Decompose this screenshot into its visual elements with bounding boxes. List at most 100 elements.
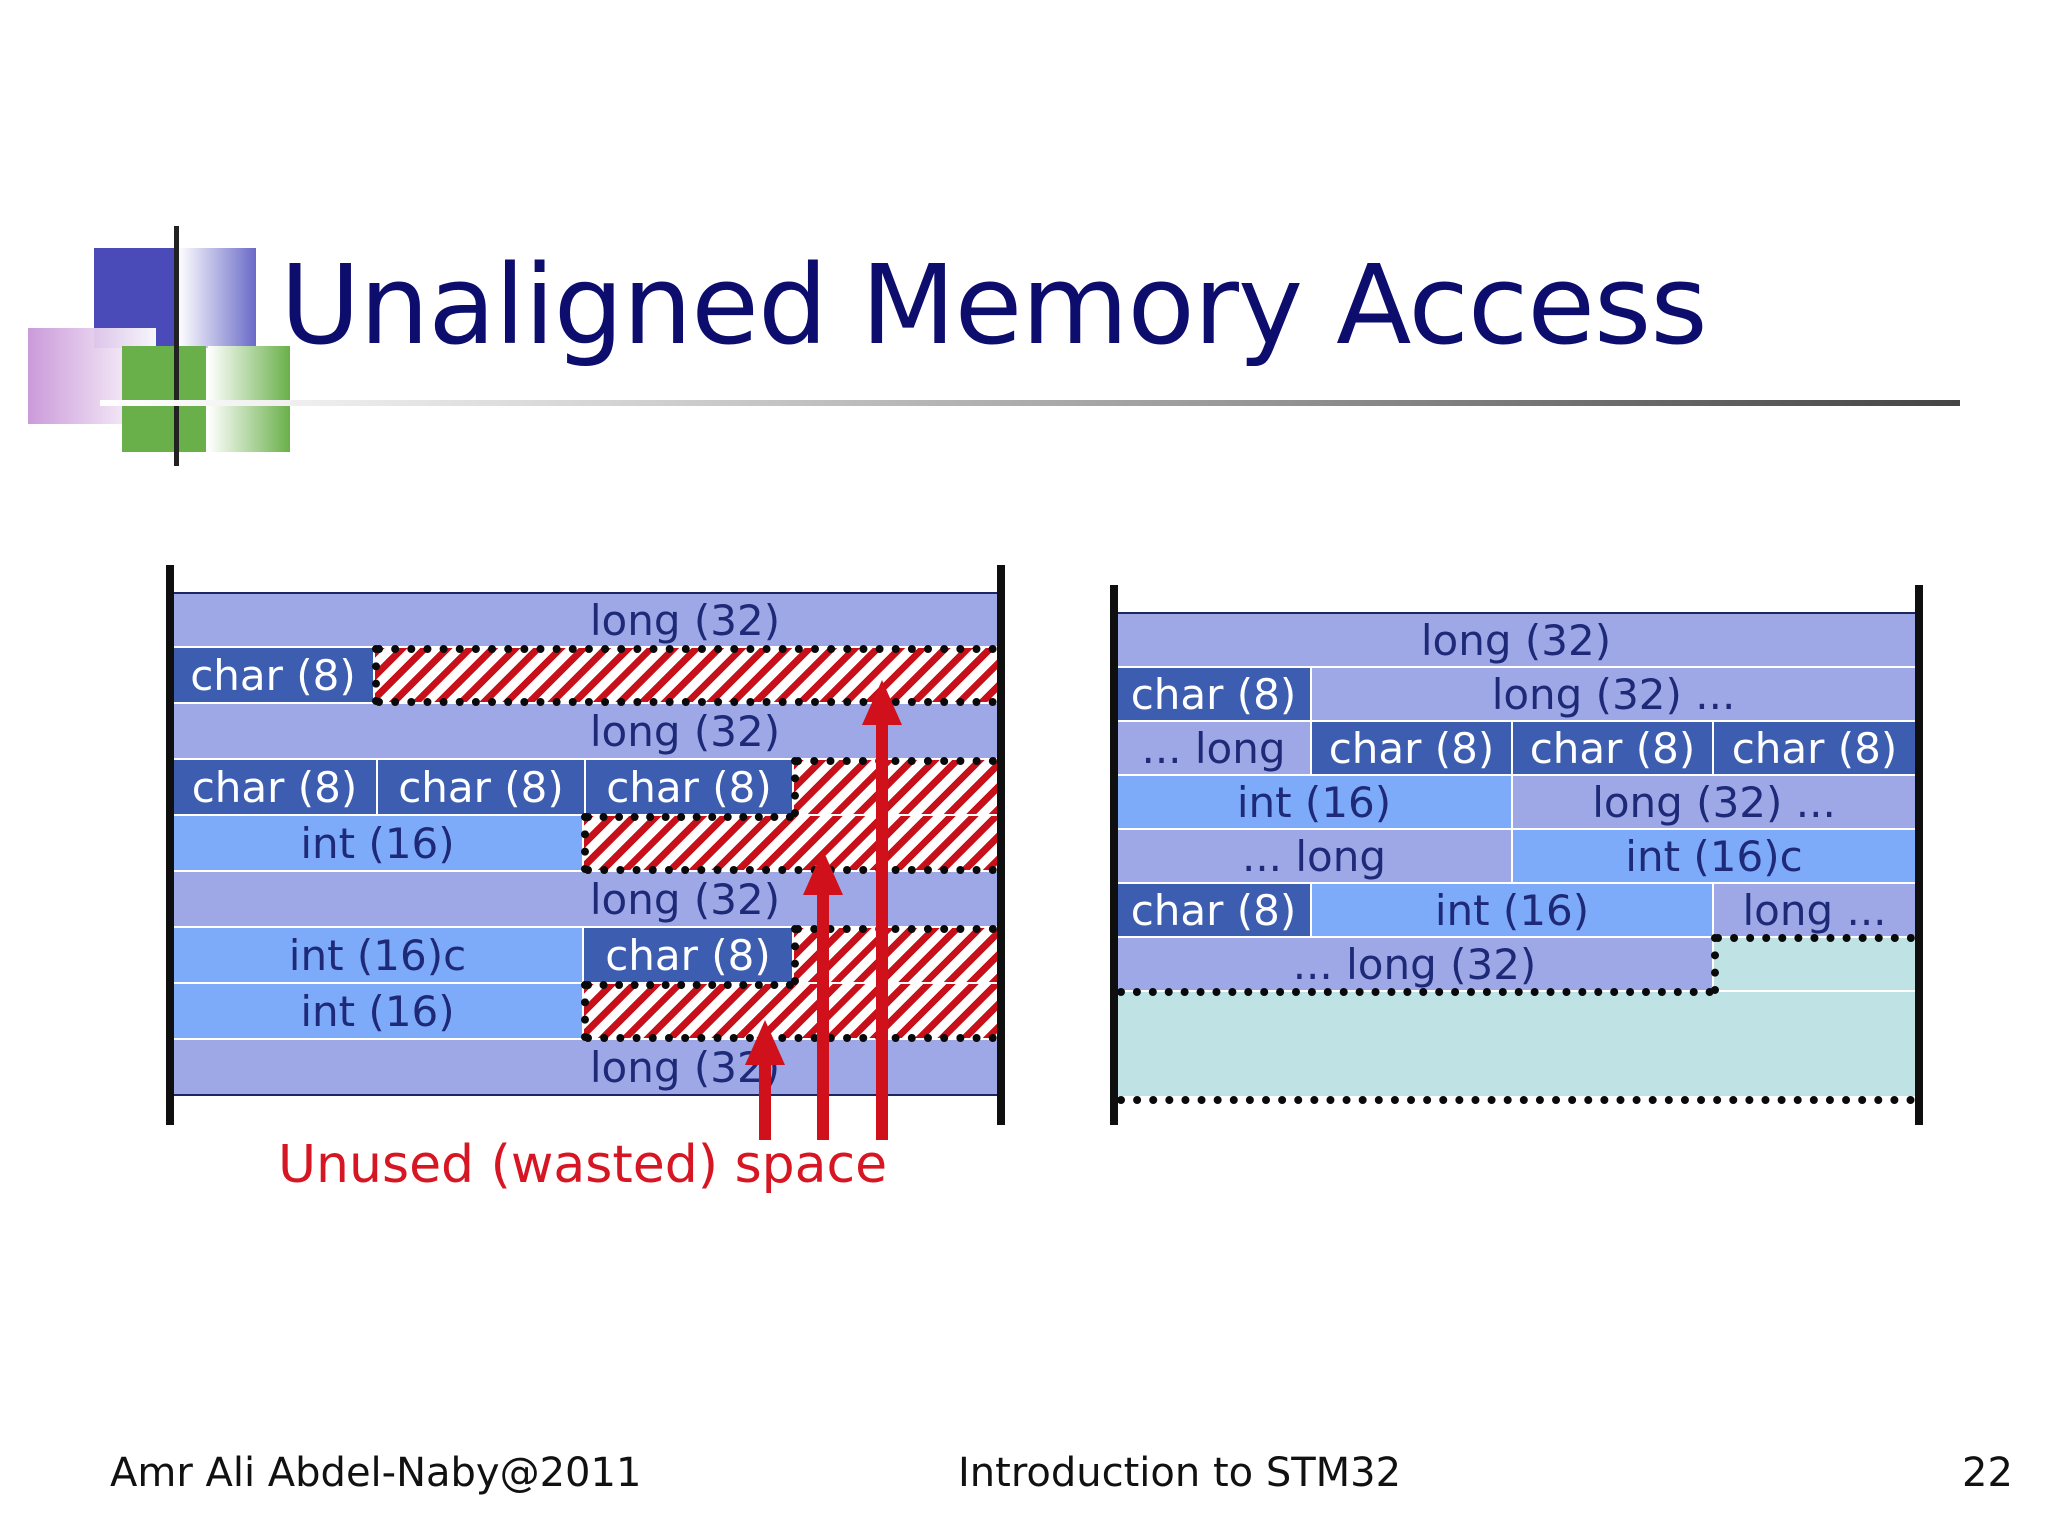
row-separator [173,1094,997,1096]
right-block-long: long (32) ... [1513,776,1915,828]
free-space-outline [1711,934,1719,994]
right-block-long: ... long (32) [1117,938,1712,990]
memory-wall-left [166,565,174,1125]
left-block-int: int (16) [173,984,582,1038]
waste-outline [584,813,794,821]
logo-vertical-bar [174,226,179,466]
slide-title: Unaligned Memory Access [280,241,1708,369]
block-label: char (8) [190,650,356,700]
free-space-outline [1117,1096,1915,1104]
block-label: int (16) [300,818,455,868]
title-underline [100,400,1960,406]
right-block-char: char (8) [1513,722,1712,774]
waste-outline [791,757,799,817]
waste-outline [375,698,997,706]
logo-square-lavender [178,248,256,348]
waste-outline [372,645,380,705]
left-block-int: int (16) [173,816,582,870]
block-label: char (8) [1529,723,1696,773]
left-block-char: char (8) [173,648,373,702]
left-block-long: long (32) [173,594,997,646]
left-block-char: char (8) [173,760,376,814]
arrow-shaft [817,870,829,1140]
memory-wall-right [1915,585,1923,1125]
block-label: char (8) [398,762,564,812]
right-block-char: char (8) [1312,722,1511,774]
block-label: int (16) [1434,885,1590,935]
left-block-long: long (32) [173,1040,997,1094]
block-label: long (32) [589,1042,781,1092]
arrow-shaft [876,720,888,1140]
arrow-head-icon [862,680,902,725]
waste-outline [794,925,997,933]
arrow-head-icon [803,850,843,895]
left-block-char: char (8) [584,928,792,982]
left-block-int: int (16)c [173,928,582,982]
waste-outline [581,981,589,1041]
wasted-space [584,984,997,1038]
wasted-space-caption: Unused (wasted) space [278,1135,888,1195]
waste-outline [584,1034,997,1042]
block-label: char (8) [1130,885,1297,935]
wasted-space [375,648,997,702]
right-block-char: char (8) [1117,884,1310,936]
block-label: int (16) [300,986,455,1036]
wasted-space [584,816,997,870]
block-label: int (16)c [1625,831,1803,881]
waste-outline [375,645,997,653]
block-label: char (8) [191,762,358,812]
block-label: char (8) [1731,723,1898,773]
logo-square-green-light [208,346,290,452]
left-block-long: long (32) [173,872,997,926]
footer-author: Amr Ali Abdel-Naby@2011 [110,1450,642,1496]
block-label: long (32) [1420,615,1612,665]
left-block-char: char (8) [378,760,584,814]
row-separator [1117,612,1915,614]
right-block-char: char (8) [1714,722,1915,774]
right-block-long: long ... [1714,884,1915,936]
block-label: long (32) ... [1592,777,1836,827]
row-separator [173,592,997,594]
block-label: char (8) [1328,723,1495,773]
memory-wall-right [997,565,1005,1125]
left-block-long: long (32) [173,704,997,758]
block-label: long (32) [589,874,781,924]
waste-outline [584,981,794,989]
block-label: long (32) ... [1491,669,1736,719]
free-space [1714,938,1915,990]
right-block-int: int (16) [1312,884,1712,936]
block-label: char (8) [605,930,771,980]
wasted-space [794,760,997,814]
right-block-long: long (32) ... [1312,668,1915,720]
block-label: int (16)c [288,930,467,980]
page-number: 22 [1962,1450,2013,1496]
left-block-char: char (8) [586,760,792,814]
right-block-int: int (16)c [1513,830,1915,882]
block-label: char (8) [606,762,772,812]
block-label: long ... [1742,885,1887,935]
block-label: ... long [1241,831,1387,881]
right-block-char: char (8) [1117,668,1310,720]
right-block-int: int (16) [1117,776,1511,828]
free-space [1117,992,1915,1096]
free-space-outline [1714,934,1915,942]
waste-outline [584,866,997,874]
wasted-space-arrows [745,680,902,1140]
block-label: ... long [1141,723,1286,773]
right-block-long: long (32) [1117,614,1915,666]
block-label: int (16) [1236,777,1392,827]
footer-course: Introduction to STM32 [958,1450,1402,1496]
block-label: long (32) [589,706,781,756]
free-space-outline [1117,988,1714,996]
waste-outline [581,813,589,873]
block-label: long (32) [589,595,781,645]
memory-wall-left [1110,585,1118,1125]
block-label: ... long (32) [1292,939,1537,989]
arrow-head-icon [745,1020,785,1065]
logo-square-green [122,346,206,452]
waste-outline [794,757,997,765]
block-label: char (8) [1130,669,1297,719]
right-block-long: ... long [1117,722,1310,774]
right-block-long: ... long [1117,830,1511,882]
waste-outline [791,925,799,985]
